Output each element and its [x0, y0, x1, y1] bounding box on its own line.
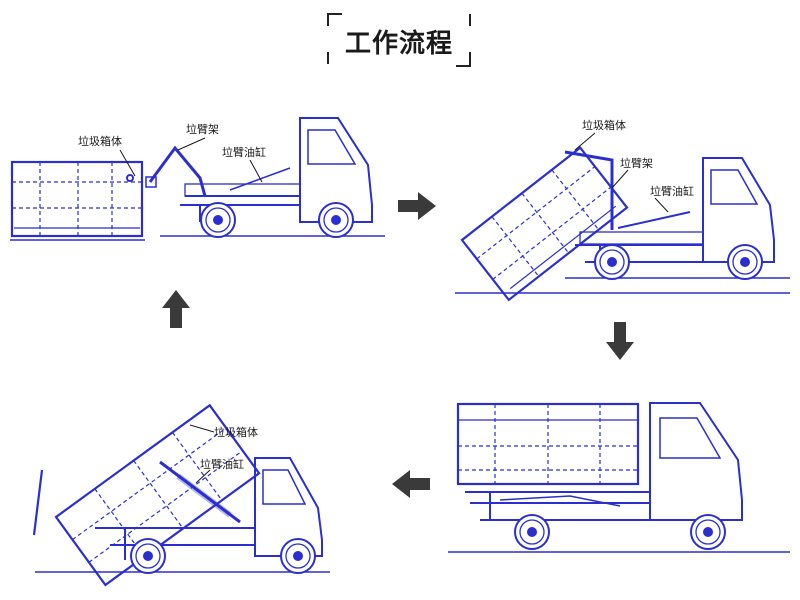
step-2-truck: [564, 150, 775, 280]
step-3-truck: [465, 402, 743, 550]
step-2-panel: [455, 146, 790, 302]
title-block: 工作流程: [326, 12, 472, 68]
step-1-label-box: 垃圾箱体: [78, 134, 122, 148]
step-3-panel: [448, 402, 790, 553]
arrow-up-icon: [162, 290, 190, 328]
step-4-label-box: 垃圾箱体: [214, 425, 258, 439]
step-2-container: [460, 146, 629, 302]
step-2-label-arm-cylinder: 垃臂油缸: [650, 184, 694, 198]
step-4-panel: [32, 403, 330, 587]
step-1-label-arm-cylinder: 垃臂油缸: [222, 145, 266, 159]
flow-arrows: [162, 192, 634, 498]
arrow-down-icon: [606, 322, 634, 360]
title-brackets: [327, 13, 471, 67]
step-1-label-arm-frame: 垃臂架: [186, 122, 219, 136]
page-title: 工作流程: [344, 29, 453, 59]
step-2-label-box: 垃圾箱体: [582, 118, 626, 132]
step-1-container: [10, 160, 144, 238]
step-4-truck: [95, 457, 323, 574]
step-1-panel: [10, 117, 385, 241]
arrow-left-icon: [392, 470, 430, 498]
step-2-label-arm-frame: 垃臂架: [620, 156, 653, 170]
step-3-container: [456, 402, 640, 486]
step-4-label-arm-cylinder: 垃臂油缸: [200, 457, 244, 471]
arrow-right-icon: [398, 192, 436, 220]
leader-lines: [119, 132, 669, 484]
step-1-truck: [145, 117, 373, 238]
labels: 垃圾箱体 垃臂架 垃臂油缸 垃圾箱体 垃臂架 垃臂油缸 垃圾箱体 垃臂油缸: [78, 118, 694, 471]
